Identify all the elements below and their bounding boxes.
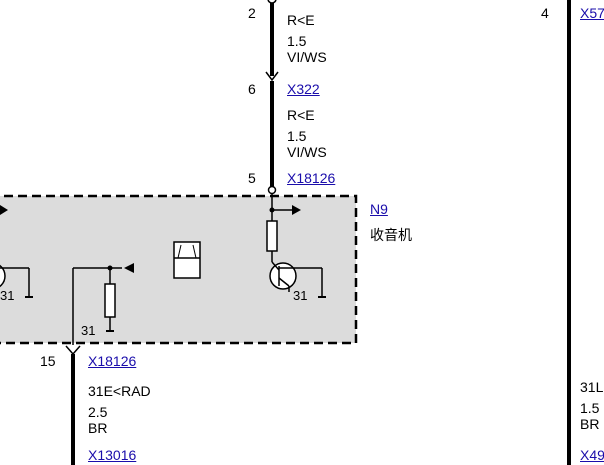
- connector-x322-fork: [265, 71, 279, 82]
- far-left-transistor-icon: [0, 264, 6, 288]
- resistor-upper: [266, 220, 278, 252]
- pin-mid-number: 6: [248, 81, 256, 97]
- right-pin-number: 4: [541, 5, 549, 21]
- wire-top-color: VI/WS: [287, 49, 327, 65]
- connector-bottom-fork: [65, 345, 81, 356]
- resistor-lower: [104, 283, 116, 318]
- arrow-head-left: [124, 263, 134, 273]
- wire-bottom-color: BR: [88, 420, 108, 436]
- radio-icon-diag-l: [177, 244, 182, 259]
- pin-bottom-wire-number: 15: [40, 353, 56, 369]
- module-id-link[interactable]: N9: [370, 201, 388, 217]
- pin-top-connector-dot: [267, 0, 277, 4]
- wire-bottom-cross-section: 2.5: [88, 404, 108, 420]
- pin-5-connector-dot: [267, 185, 277, 195]
- connector-x18126-bottom-link[interactable]: X18126: [88, 353, 137, 369]
- wire-mid-cross-section: 1.5: [287, 128, 307, 144]
- ground-left-label: 31: [0, 288, 15, 303]
- right-wire-color: BR: [580, 416, 600, 432]
- transistor-emitter: [278, 277, 290, 287]
- right-wire-cross-section: 1.5: [580, 400, 600, 416]
- far-left-arrow-head: [0, 205, 8, 215]
- wire-top-signal: R<E: [287, 12, 315, 28]
- pin-bottom-number: 5: [248, 170, 256, 186]
- right-wire-signal: 31L: [580, 379, 604, 395]
- connector-x13016-link[interactable]: X13016: [88, 447, 137, 463]
- radio-icon-diag-r: [192, 244, 197, 259]
- pin-top-number: 2: [248, 5, 256, 21]
- connector-x49-link[interactable]: X49: [580, 447, 604, 463]
- connector-x18126-top-link[interactable]: X18126: [287, 170, 336, 186]
- wire-bottom-signal: 31E<RAD: [88, 383, 151, 399]
- module-name: 收音机: [370, 227, 412, 243]
- transistor-icon: [269, 262, 297, 290]
- connector-x322-link[interactable]: X322: [287, 81, 320, 97]
- transistor-collector: [271, 261, 280, 271]
- wire-mid-signal: R<E: [287, 107, 315, 123]
- ground-mid-label: 31: [81, 323, 96, 338]
- wire-mid-color: VI/WS: [287, 144, 327, 160]
- connector-x57-link[interactable]: X57: [580, 5, 604, 21]
- ground-right-label: 31: [293, 288, 308, 303]
- radio-icon: [173, 241, 201, 279]
- arrow-head-right: [292, 205, 301, 215]
- wire-top-cross-section: 1.5: [287, 33, 307, 49]
